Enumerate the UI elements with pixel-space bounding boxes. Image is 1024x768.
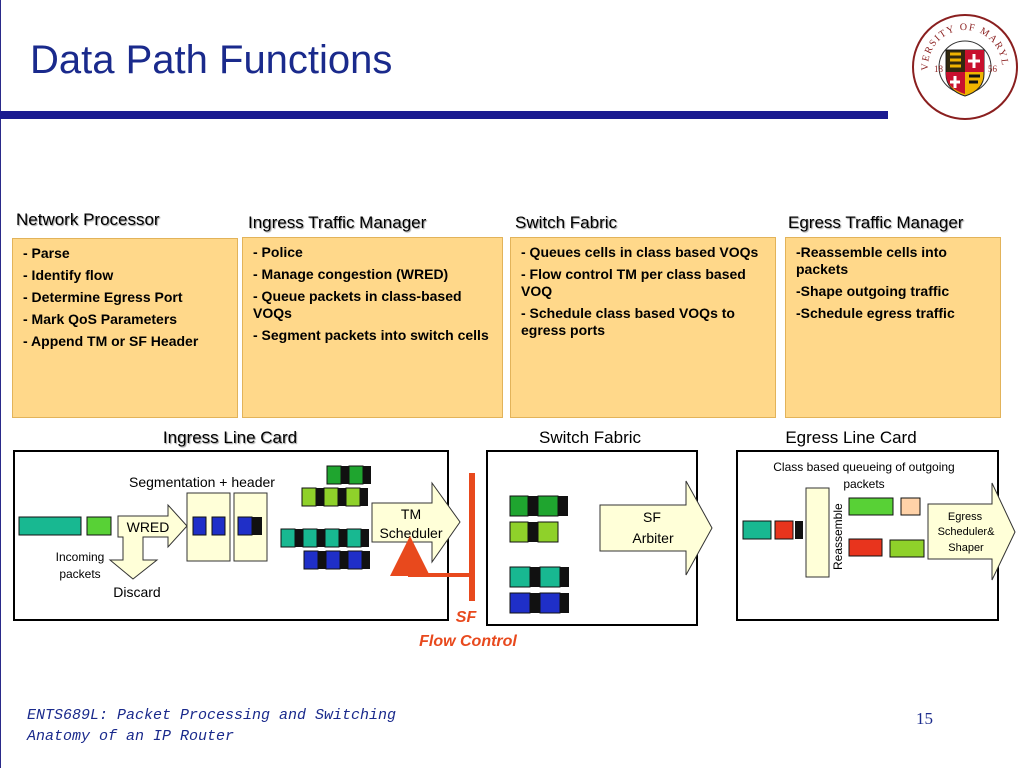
egress-sched-label-3: Shaper xyxy=(948,542,984,554)
data-path-diagram: Ingress Line Card Switch Fabric Egress L… xyxy=(13,428,1016,650)
fabric-queue-1 xyxy=(509,495,568,517)
list-item: - Parse xyxy=(23,245,70,261)
footer-subtitle: Anatomy of an IP Router xyxy=(27,728,235,745)
list-item: -Shape outgoing traffic xyxy=(796,283,950,299)
switch-fabric-label: Switch Fabric xyxy=(539,428,642,447)
fabric-queue-2 xyxy=(509,521,559,543)
egress-cell xyxy=(742,520,772,540)
sf-arbiter-label-2: Arbiter xyxy=(632,530,674,546)
incoming-label-1: Incoming xyxy=(56,550,105,564)
discard-label: Discard xyxy=(113,584,160,600)
fabric-queue-3 xyxy=(509,566,569,588)
seal-year-right: 56 xyxy=(988,64,998,74)
column-heading-egress-traffic-manager: Egress Traffic Manager xyxy=(788,213,964,232)
list-item: -Schedule egress traffic xyxy=(796,305,955,321)
egress-scheduler-arrow xyxy=(927,482,1016,581)
incoming-packet-cell xyxy=(86,516,112,536)
column-heading-switch-fabric: Switch Fabric xyxy=(515,213,618,232)
list-item: - Append TM or SF Header xyxy=(23,333,199,349)
seal-shield xyxy=(945,49,985,97)
cell-blue xyxy=(192,516,207,536)
egress-cell-header xyxy=(795,521,803,539)
list-item: - Schedule class based VOQs to egress po… xyxy=(521,305,735,338)
footer-course: ENTS689L: Packet Processing and Switchin… xyxy=(27,707,397,724)
title-underline xyxy=(0,111,888,119)
cell-header xyxy=(252,517,262,535)
tm-scheduler-arrow xyxy=(371,481,461,564)
segmentation-label: Segmentation + header xyxy=(129,474,275,490)
panel-network-processor: - Parse - Identify flow - Determine Egre… xyxy=(12,238,238,418)
ingress-line-card-label: Ingress Line Card xyxy=(163,428,297,447)
cell-blue xyxy=(237,516,253,536)
incoming-packet-cell xyxy=(18,516,82,536)
panel-egress-traffic-manager: -Reassemble cells into packets -Shape ou… xyxy=(785,237,1001,418)
egress-queue-cell xyxy=(889,539,925,558)
egress-sched-label-2: Scheduler& xyxy=(938,526,996,538)
sf-arbiter-label-1: SF xyxy=(643,509,661,525)
column-heading-network-processor: Network Processor xyxy=(16,210,160,229)
tm-scheduler-label-1: TM xyxy=(401,506,421,522)
egress-sched-label-1: Egress xyxy=(948,511,983,523)
class-queue-label-2: packets xyxy=(843,477,884,491)
list-item: - Police xyxy=(253,244,303,260)
egress-line-card-label: Egress Line Card xyxy=(785,428,916,447)
list-item: - Identify flow xyxy=(23,267,114,283)
cell-blue xyxy=(211,516,226,536)
wred-label: WRED xyxy=(127,519,170,535)
voq-row-1 xyxy=(326,465,371,485)
voq-row-2 xyxy=(301,487,368,507)
list-item: - Queues cells in class based VOQs xyxy=(521,244,759,260)
list-item: - Flow control TM per class based VOQ xyxy=(521,266,746,299)
egress-queue-cell xyxy=(848,538,883,557)
sf-arbiter-arrow xyxy=(599,480,713,576)
list-item: - Mark QoS Parameters xyxy=(23,311,178,327)
column-heading-ingress-traffic-manager: Ingress Traffic Manager xyxy=(248,213,427,232)
page-number: 15 xyxy=(916,709,933,728)
tm-scheduler-label-2: Scheduler xyxy=(379,525,442,541)
class-queue-label-1: Class based queueing of outgoing xyxy=(773,460,954,474)
incoming-label-2: packets xyxy=(59,567,100,581)
switch-fabric-list: - Queues cells in class based VOQs - Flo… xyxy=(521,244,765,339)
sf-flow-label-2: Flow Control xyxy=(419,633,517,650)
wred-arrow xyxy=(108,503,188,580)
seal-year-left: 18 xyxy=(934,64,944,74)
reassemble-label: Reassemble xyxy=(831,503,845,570)
list-item: - Queue packets in class-based VOQs xyxy=(253,288,462,321)
fabric-queue-4 xyxy=(509,592,569,614)
flow-control-arrow xyxy=(390,536,469,577)
voq-row-4 xyxy=(303,550,370,570)
list-item: -Reassemble cells into packets xyxy=(796,244,947,277)
egress-queue-cell xyxy=(848,497,894,516)
network-processor-list: - Parse - Identify flow - Determine Egre… xyxy=(23,245,227,350)
voq-row-3 xyxy=(280,528,369,548)
reassemble-block xyxy=(805,487,830,578)
panel-ingress-traffic-manager: - Police - Manage congestion (WRED) - Qu… xyxy=(242,237,503,418)
ingress-traffic-manager-list: - Police - Manage congestion (WRED) - Qu… xyxy=(253,244,492,344)
list-item: - Determine Egress Port xyxy=(23,289,183,305)
egress-traffic-manager-list: -Reassemble cells into packets -Shape ou… xyxy=(796,244,990,322)
egress-queue-cell xyxy=(900,497,921,516)
egress-cell xyxy=(774,520,794,540)
panel-switch-fabric: - Queues cells in class based VOQs - Flo… xyxy=(510,237,776,418)
university-seal-icon: UNIVERSITY OF MARYLAND 18 56 xyxy=(910,12,1018,120)
slide-title: Data Path Functions xyxy=(30,38,393,82)
sf-flow-label-1: SF xyxy=(456,609,478,626)
flow-control-bar xyxy=(469,473,475,601)
list-item: - Segment packets into switch cells xyxy=(253,327,489,343)
list-item: - Manage congestion (WRED) xyxy=(253,266,449,282)
left-edge-rule xyxy=(0,0,1,768)
